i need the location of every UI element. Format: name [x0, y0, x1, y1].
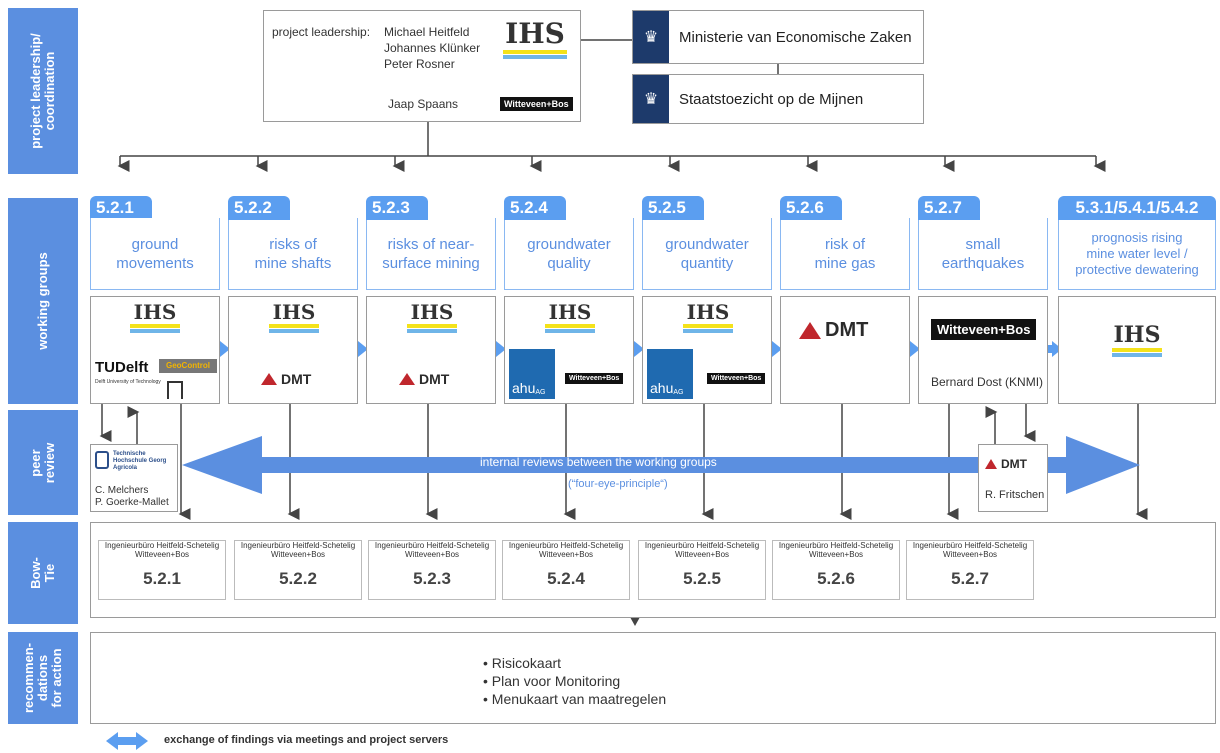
dmt-logo: DMT [261, 371, 311, 387]
wg-logos-5.2.1: IHS TUDelft Delft University of Technolo… [90, 296, 220, 404]
leadership-name-2: Johannes Klünker [384, 41, 481, 55]
row-label-working-groups: working groups [8, 198, 78, 404]
wg-title-5.2.2: risks of mine shafts [228, 218, 358, 290]
tudelft-sub: Delft University of Technology [95, 379, 161, 385]
ministry-name-2: Staatstoezicht op de Mijnen [679, 90, 864, 108]
leadership-second-name: Jaap Spaans [388, 97, 459, 111]
wg-code-5.2.3: 5.2.3 [366, 196, 428, 220]
wg-code-5.2.1: 5.2.1 [90, 196, 152, 220]
geocontrol-emblem-icon [167, 381, 183, 399]
leadership-name-3: Peter Rosner [384, 57, 455, 71]
tudelft-logo: TUDelft [95, 359, 149, 376]
wg-title-5.2.6: risk of mine gas [780, 218, 910, 290]
row-label-recommendations: recommen- dations for action [8, 632, 78, 724]
wg-code-prognosis: 5.3.1/5.4.1/5.4.2 [1058, 196, 1216, 220]
dmt-logo: DMT [799, 319, 868, 342]
geocontrol-logo: GeoControl [159, 359, 217, 373]
ihs-logo: IHS [1109, 323, 1165, 358]
leadership-label: project leadership: [272, 25, 371, 39]
wg-logos-5.2.6: DMT [780, 296, 910, 404]
wg-code-5.2.6: 5.2.6 [780, 196, 842, 220]
wg-code-5.2.7: 5.2.7 [918, 196, 980, 220]
recommendation-2: • Plan voor Monitoring [483, 673, 621, 689]
peer-review-name-right: R. Fritschen [985, 489, 1045, 501]
dmt-logo: DMT [399, 371, 449, 387]
wg-title-prognosis: prognosis rising mine water level / prot… [1058, 218, 1216, 290]
ministry-name-1: Ministerie van Economische Zaken [679, 28, 912, 46]
ministry-crest-icon: ♛ [633, 75, 669, 123]
wg-title-5.2.7: small earthquakes [918, 218, 1048, 290]
leadership-box: project leadership: Michael Heitfeld Joh… [263, 10, 581, 122]
peer-review-name-2: P. Goerke-Mallet [95, 497, 169, 508]
ministry-box-2: ♛ Staatstoezicht op de Mijnen [632, 74, 924, 124]
wg-title-5.2.3: risks of near- surface mining [366, 218, 496, 290]
wg-logos-5.2.7: Witteveen+Bos Bernard Dost (KNMI) [918, 296, 1048, 404]
wg-title-5.2.5: groundwater quantity [642, 218, 772, 290]
row-label-peer-review: peer review [8, 410, 78, 515]
ihs-logo: IHS [680, 301, 736, 334]
peer-review-right-box: DMT R. Fritschen [978, 444, 1048, 512]
leadership-name-1: Michael Heitfeld [384, 25, 470, 39]
witteveen-bos-logo: Witteveen+Bos [931, 319, 1037, 340]
peer-review-name-1: C. Melchers [95, 485, 149, 496]
recommendation-1: • Risicokaart [483, 655, 562, 671]
wg-code-5.2.4: 5.2.4 [504, 196, 566, 220]
ihs-logo: IHS [266, 301, 322, 334]
bernard-dost-label: Bernard Dost (KNMI) [931, 375, 1044, 389]
ihs-logo: IHS [127, 301, 183, 334]
th-georg-agricola-emblem-icon [95, 451, 109, 469]
wg-logos-5.2.2: IHS DMT [228, 296, 358, 404]
witteveen-bos-logo: Witteveen+Bos [565, 373, 624, 384]
peer-review-arrow-text-2: (“four-eye-principle“) [568, 478, 668, 490]
ihs-logo: IHS [404, 301, 460, 334]
legend-text: exchange of findings via meetings and pr… [164, 734, 449, 746]
ihs-logo: IHS [542, 301, 598, 334]
recommendations-box: • Risicokaart • Plan voor Monitoring • M… [90, 632, 1216, 724]
ministry-crest-icon: ♛ [633, 11, 669, 63]
recommendation-3: • Menukaart van maatregelen [483, 691, 667, 707]
wg-title-5.2.1: ground movements [90, 218, 220, 290]
wg-logos-prognosis: IHS [1058, 296, 1216, 404]
row-label-leadership: project leadership/ coordination [8, 8, 78, 174]
peer-review-left-box: Technische Hochschule Georg Agricola C. … [90, 444, 178, 512]
ihs-logo: IHS [500, 19, 570, 60]
witteveen-bos-logo: Witteveen+Bos [500, 97, 573, 111]
witteveen-bos-logo: Witteveen+Bos [707, 373, 766, 384]
row-label-bowtie: Bow- Tie [8, 522, 78, 624]
peer-review-arrow-text-1: internal reviews between the working gro… [480, 455, 717, 469]
wg-code-5.2.5: 5.2.5 [642, 196, 704, 220]
dmt-logo: DMT [985, 457, 1027, 471]
wg-title-5.2.4: groundwater quality [504, 218, 634, 290]
th-georg-agricola-logo: Technische Hochschule Georg Agricola [113, 451, 167, 471]
wg-logos-5.2.3: IHS DMT [366, 296, 496, 404]
ministry-box-1: ♛ Ministerie van Economische Zaken [632, 10, 924, 64]
wg-code-5.2.2: 5.2.2 [228, 196, 290, 220]
